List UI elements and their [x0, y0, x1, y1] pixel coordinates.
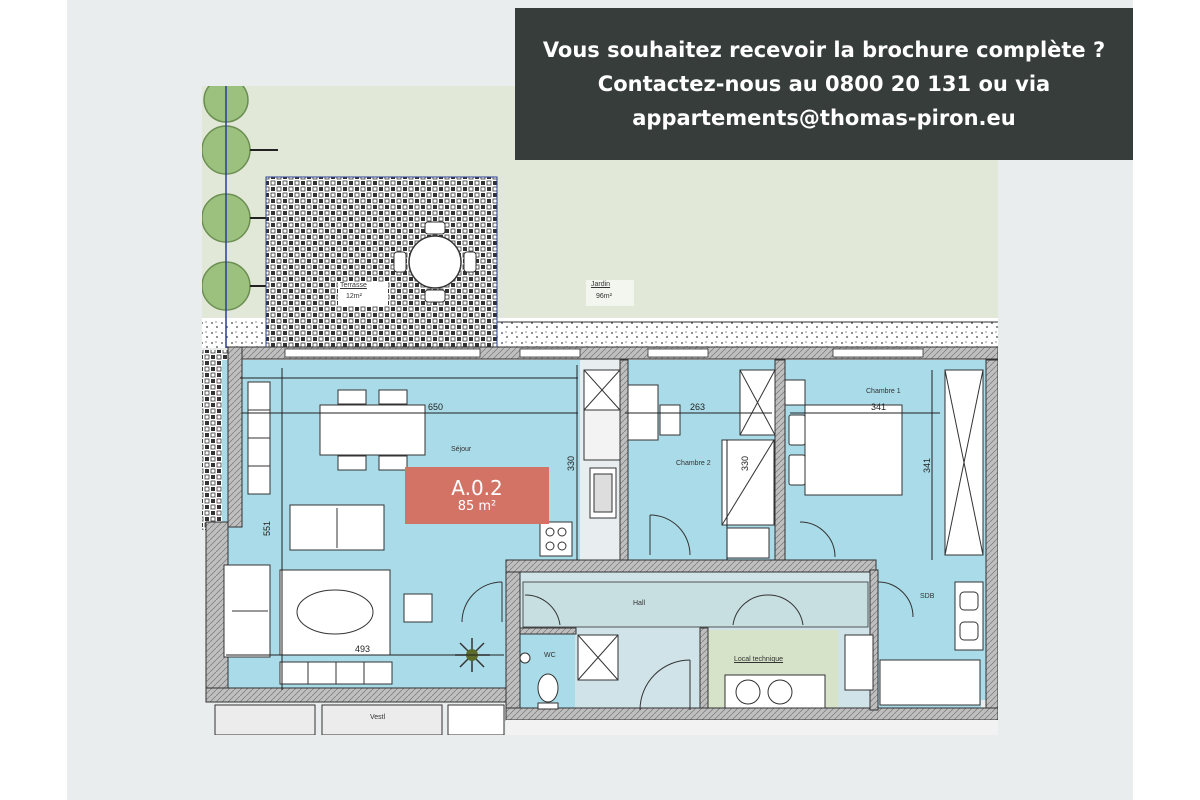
wc-label: WC	[544, 652, 556, 659]
unit-code: A.0.2	[451, 476, 503, 500]
dimension-living-depth: 551	[262, 520, 273, 537]
dimension-bedroom2-depth: 330	[740, 455, 751, 472]
banner-line-1: Vous souhaitez recevoir la brochure comp…	[542, 38, 1106, 62]
unit-area: 85 m²	[457, 499, 497, 514]
brochure-banner: Vous souhaitez recevoir la brochure comp…	[515, 8, 1133, 160]
unit-badge: A.0.2 85 m²	[405, 467, 549, 524]
bedroom1-label: Chambre 1	[866, 388, 901, 395]
banner-email[interactable]: appartements@thomas-piron.eu	[632, 106, 1016, 130]
garden-label: Jardin	[591, 281, 611, 288]
dimension-living-width: 650	[428, 402, 444, 412]
hall-label: Hall	[633, 600, 646, 607]
hedge-trees	[202, 86, 278, 348]
garden-area: 96m²	[596, 293, 612, 300]
dimension-bedroom2-width: 263	[690, 402, 706, 412]
banner-line-2: Contactez-nous au 0800 20 131 ou via	[597, 72, 1051, 96]
living-label: Séjour	[451, 446, 472, 453]
dimension-bedroom1-depth: 341	[922, 457, 933, 474]
storage-label: Vestl	[370, 714, 386, 721]
dimension-bedroom1-width: 341	[871, 402, 887, 412]
terrace-area: 12m²	[346, 293, 362, 300]
dimension-kitchen: 330	[566, 455, 577, 472]
dimension-living-bottom: 493	[355, 644, 371, 654]
bathroom-label: SDB	[920, 593, 935, 600]
technical-room-label: Local technique	[734, 656, 784, 663]
bedroom2-label: Chambre 2	[676, 460, 711, 467]
terrace-label: Terrasse	[340, 282, 367, 289]
